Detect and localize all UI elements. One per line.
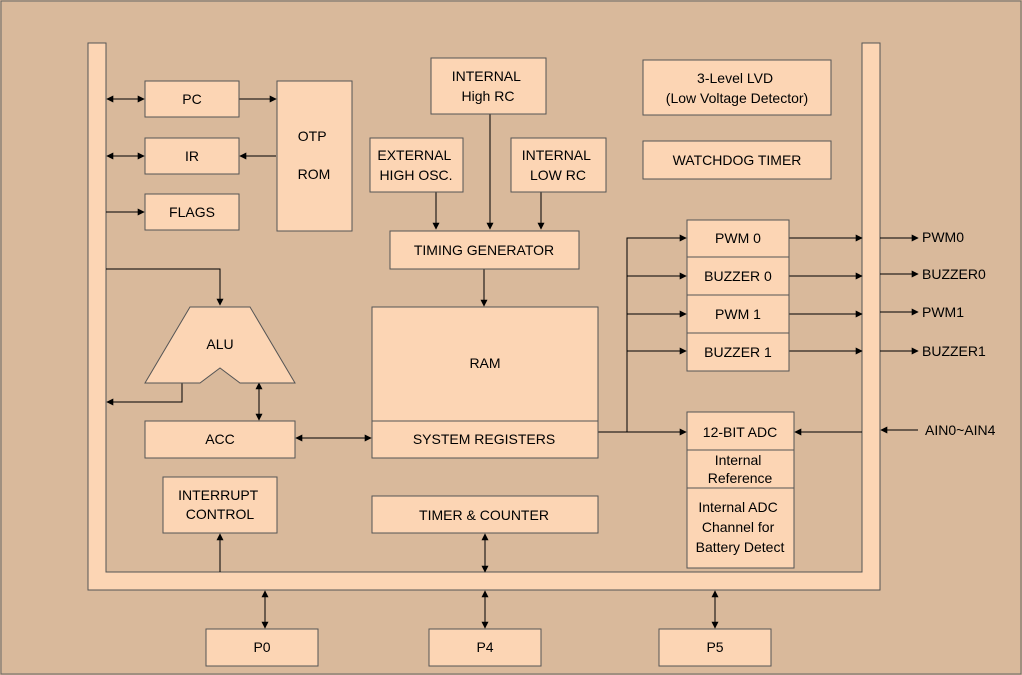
external-high-osc-block: EXTERNAL HIGH OSC. (369, 137, 464, 193)
internal-high-rc-label: INTERNAL High RC (452, 68, 525, 104)
buzzer0-label: BUZZER 0 (704, 268, 772, 284)
internal-high-rc-block: INTERNAL High RC (430, 57, 547, 115)
otp-rom-label: OTP ROM (298, 128, 331, 182)
ain-signal-label: AIN0~AIN4 (925, 422, 996, 438)
flags-label: FLAGS (169, 204, 215, 220)
external-high-osc-label: EXTERNAL HIGH OSC. (377, 147, 454, 183)
buzzer1-label: BUZZER 1 (704, 344, 772, 360)
sysreg-pwm0-link (598, 234, 687, 433)
internal-reference-label: Internal Reference (708, 452, 773, 486)
ir-label: IR (185, 148, 199, 164)
p5-label: P5 (706, 639, 723, 655)
interrupt-control-label: INTERRUPT CONTROL (178, 487, 262, 522)
internal-low-rc-block: INTERNAL LOW RC (510, 137, 607, 193)
pwm1-block: PWM 1 (686, 294, 790, 334)
acc-block: ACC (144, 420, 296, 459)
p4-label: P4 (476, 639, 493, 655)
internal-low-rc-label: INTERNAL LOW RC (522, 147, 595, 183)
p4-block: P4 (428, 628, 542, 667)
ram-block: RAM (371, 306, 599, 422)
p5-block: P5 (658, 628, 772, 667)
adc-label: 12-BIT ADC (703, 424, 777, 440)
lvd-label: 3-Level LVD (Low Voltage Detector) (666, 70, 808, 106)
system-registers-label: SYSTEM REGISTERS (413, 431, 555, 447)
ram-label: RAM (469, 355, 500, 371)
alu-bus-link (106, 383, 183, 406)
timer-counter-label: TIMER & COUNTER (419, 507, 549, 523)
ir-block: IR (144, 137, 240, 175)
timing-generator-label: TIMING GENERATOR (414, 242, 554, 258)
interrupt-control-block: INTERRUPT CONTROL (162, 476, 278, 534)
internal-bus (87, 42, 881, 591)
bus-alu-link (106, 268, 224, 306)
buzzer1-block: BUZZER 1 (686, 332, 790, 372)
pc-label: PC (182, 91, 201, 107)
acc-label: ACC (205, 431, 235, 447)
pwm0-signal-label: PWM0 (922, 229, 964, 245)
alu-block: ALU (144, 306, 296, 384)
internal-reference-block: Internal Reference (686, 449, 795, 489)
adc-block: 12-BIT ADC (686, 411, 795, 451)
p0-block: P0 (205, 628, 319, 667)
adc-channel-block: Internal ADC Channel for Battery Detect (686, 487, 795, 569)
buzzer0-block: BUZZER 0 (686, 256, 790, 296)
adc-channel-label: Internal ADC Channel for Battery Detect (696, 499, 785, 555)
timer-counter-block: TIMER & COUNTER (371, 495, 599, 534)
pwm1-label: PWM 1 (715, 306, 761, 322)
p0-label: P0 (253, 639, 270, 655)
timing-generator-block: TIMING GENERATOR (389, 230, 580, 270)
watchdog-timer-label: WATCHDOG TIMER (673, 152, 802, 168)
pwm0-label: PWM 0 (715, 230, 761, 246)
watchdog-timer-block: WATCHDOG TIMER (642, 140, 832, 180)
pwm1-signal-label: PWM1 (922, 304, 964, 320)
buzzer0-signal-label: BUZZER0 (922, 266, 986, 282)
pc-block: PC (144, 80, 240, 118)
alu-label: ALU (206, 336, 233, 352)
buzzer1-signal-label: BUZZER1 (922, 343, 986, 359)
flags-block: FLAGS (144, 193, 240, 231)
external-signals: PWM0 BUZZER0 PWM1 BUZZER1 AIN0~AIN4 (922, 229, 996, 438)
system-registers-block: SYSTEM REGISTERS (371, 420, 599, 459)
pwm0-block: PWM 0 (686, 219, 790, 258)
otp-rom-block: OTP ROM (276, 80, 353, 232)
connections (106, 95, 919, 629)
lvd-block: 3-Level LVD (Low Voltage Detector) (642, 59, 832, 116)
